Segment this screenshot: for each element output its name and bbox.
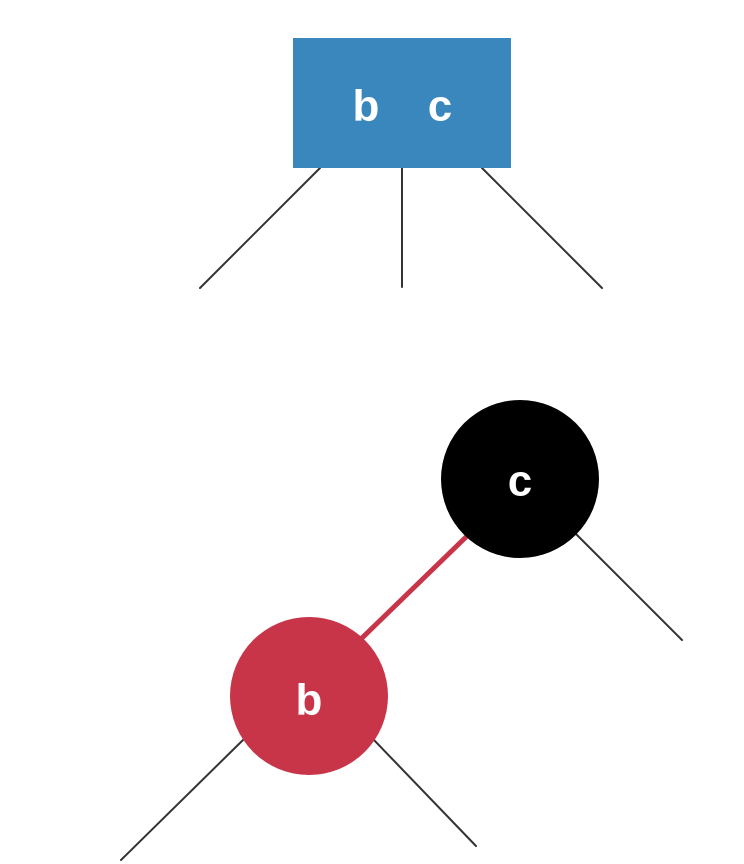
three-node-key-c: c xyxy=(428,82,452,131)
red-link xyxy=(359,534,469,641)
three-node-box xyxy=(293,38,511,168)
black-node-right-link xyxy=(575,533,683,641)
black-node xyxy=(441,400,599,558)
red-node-key: b xyxy=(296,676,323,725)
red-node xyxy=(230,617,388,775)
three-node-left-link xyxy=(199,167,321,289)
three-node-key-b: b xyxy=(353,82,380,131)
three-node-right-link xyxy=(481,167,603,289)
red-node-right-link xyxy=(373,739,477,847)
two-three-tree: b c xyxy=(199,38,603,289)
red-node-left-link xyxy=(120,739,244,861)
red-black-tree: c b xyxy=(120,400,683,861)
black-node-key: c xyxy=(508,457,532,506)
